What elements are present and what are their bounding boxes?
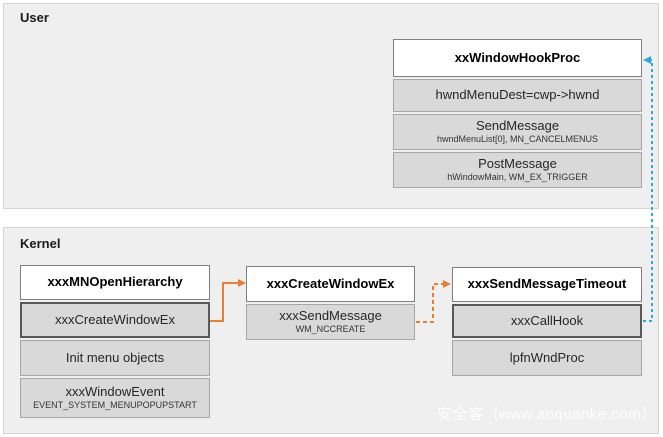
- box-xxxsendmessagetimeout: xxxSendMessageTimeout xxxCallHook lpfnWn…: [452, 267, 642, 376]
- box-title-xxxcreatewindowex: xxxCreateWindowEx: [246, 266, 415, 302]
- cell-label: xxxCallHook: [510, 312, 584, 328]
- cell-label: PostMessage: [478, 155, 557, 171]
- cell-xxxcallhook: xxxCallHook: [452, 304, 642, 338]
- cell-sublabel: WM_NCCREATE: [295, 324, 366, 335]
- box-xxxcreatewindowex: xxxCreateWindowEx xxxSendMessage WM_NCCR…: [246, 266, 415, 340]
- cell-hwndmenudest: hwndMenuDest=cwp->hwnd: [393, 79, 642, 112]
- cell-postmessage: PostMessage hWindowMain, WM_EX_TRIGGER: [393, 152, 642, 188]
- box-xxxmnopenhierarchy: xxxMNOpenHierarchy xxxCreateWindowEx Ini…: [20, 265, 210, 418]
- cell-xxxsendmessage: xxxSendMessage WM_NCCREATE: [246, 304, 415, 340]
- watermark-anquanke: 安全客（www.anquanke.com）: [437, 406, 657, 423]
- cell-label: xxxSendMessage: [279, 307, 382, 323]
- cell-xxxwindowevent: xxxWindowEvent EVENT_SYSTEM_MENUPOPUPSTA…: [20, 378, 210, 418]
- cell-label: xxxWindowEvent: [65, 383, 165, 399]
- cell-label: SendMessage: [475, 117, 560, 133]
- box-title-xxxsendmessagetimeout: xxxSendMessageTimeout: [452, 267, 642, 302]
- cell-sendmessage: SendMessage hwndMenuList[0], MN_CANCELME…: [393, 114, 642, 150]
- cell-xxxcreatewindowex-call: xxxCreateWindowEx: [20, 302, 210, 338]
- cell-sublabel: EVENT_SYSTEM_MENUPOPUPSTART: [33, 400, 197, 411]
- cell-init-menu-objects: Init menu objects: [20, 340, 210, 376]
- cell-lpfnwndproc: lpfnWndProc: [452, 340, 642, 376]
- cell-sublabel: hwndMenuList[0], MN_CANCELMENUS: [436, 134, 599, 145]
- user-panel-label: User: [20, 10, 49, 25]
- kernel-panel-label: Kernel: [20, 236, 61, 251]
- cell-sublabel: hWindowMain, WM_EX_TRIGGER: [447, 172, 588, 183]
- cell-label: hwndMenuDest=cwp->hwnd: [435, 87, 600, 103]
- cell-label: Init menu objects: [65, 349, 165, 365]
- box-title-xxxmnopenhierarchy: xxxMNOpenHierarchy: [20, 265, 210, 300]
- box-title-xxwindowhookproc: xxWindowHookProc: [393, 39, 642, 77]
- box-xxwindowhookproc: xxWindowHookProc hwndMenuDest=cwp->hwnd …: [393, 39, 642, 188]
- cell-label: lpfnWndProc: [509, 349, 585, 365]
- cell-label: xxxCreateWindowEx: [55, 311, 175, 327]
